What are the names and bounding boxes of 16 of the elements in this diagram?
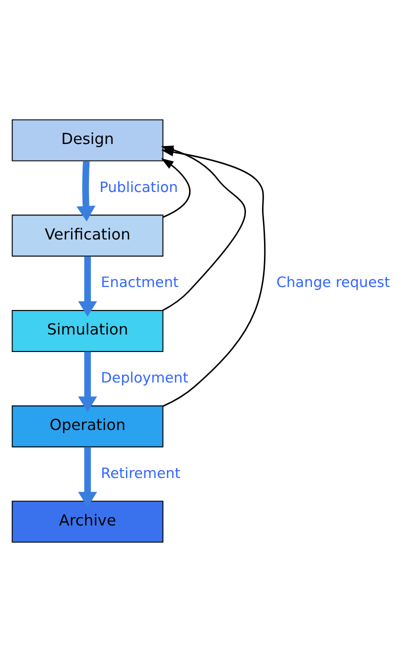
arrow [78, 351, 98, 412]
node-box: Verification [12, 214, 164, 256]
edge-label: Enactment [100, 274, 179, 291]
edge-label: Change request [276, 274, 390, 291]
arrow [78, 256, 98, 316]
arrow [78, 446, 98, 507]
edge-label: Deployment [100, 370, 188, 386]
arrow [76, 160, 96, 221]
node-box: Design [12, 118, 164, 161]
node-box: Operation [12, 404, 164, 447]
arrow [161, 147, 266, 406]
edge-label: Retirement [100, 465, 180, 482]
node-box: Simulation [12, 310, 164, 352]
node-box: Archive [12, 500, 164, 542]
arrow [161, 158, 191, 218]
edge-label: Publication [99, 179, 178, 196]
